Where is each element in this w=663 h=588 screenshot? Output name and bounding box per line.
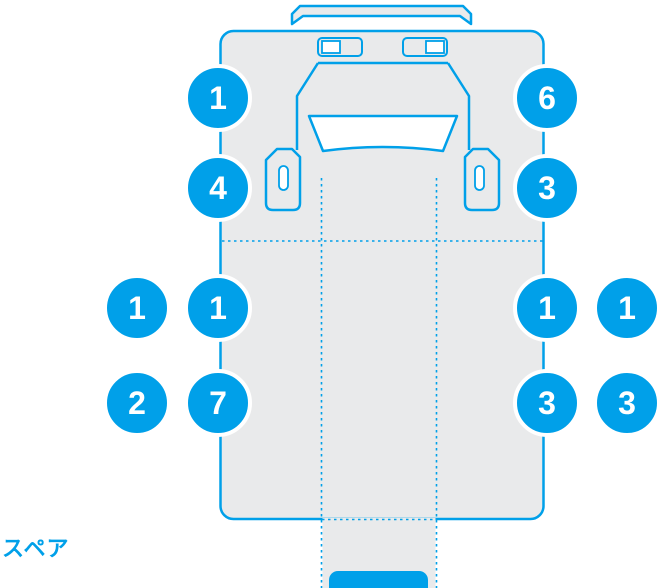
wheel-number: 3: [538, 170, 556, 206]
side-tank-right-slot: [474, 165, 485, 191]
wheel-badge-axle1-left: 1: [184, 64, 252, 132]
wheel-number: 2: [128, 385, 146, 421]
wheel-badge-axle3-right-outer: 1: [593, 274, 661, 342]
wheel-badge-axle4-right-inner: 3: [513, 369, 581, 437]
side-tank-left-slot: [278, 165, 289, 191]
wheel-badge-axle2-right: 3: [513, 154, 581, 222]
wheel-badge-axle3-right-inner: 1: [513, 274, 581, 342]
wheel-badge-axle3-left-inner: 1: [184, 274, 252, 342]
wheel-number: 1: [209, 290, 227, 326]
wheel-badge-axle3-left-outer: 1: [103, 274, 171, 342]
truck-body: [219, 29, 545, 521]
wheel-badge-axle4-left-inner: 7: [184, 369, 252, 437]
spare-tire: [329, 571, 428, 588]
cab-side-left: [295, 62, 320, 150]
front-bumper: [290, 4, 473, 26]
wheel-number: 1: [128, 290, 146, 326]
wheel-number: 3: [538, 385, 556, 421]
wheel-number: 6: [538, 80, 556, 116]
windshield: [307, 114, 459, 153]
headrest-left-inner: [321, 40, 341, 54]
spare-label: スペア: [2, 536, 70, 561]
cab-side-right: [446, 62, 471, 150]
wheel-badge-axle4-left-outer: 2: [103, 369, 171, 437]
wheel-badge-axle2-left: 4: [184, 154, 252, 222]
wheel-badge-axle4-right-outer: 3: [593, 369, 661, 437]
wheel-number: 4: [209, 170, 227, 206]
wheel-badge-axle1-right: 6: [513, 64, 581, 132]
headrest-right-inner: [425, 40, 445, 54]
wheel-number: 3: [618, 385, 636, 421]
wheel-number: 1: [209, 80, 227, 116]
wheel-number: 7: [209, 385, 227, 421]
wheel-number: 1: [618, 290, 636, 326]
wheel-number: 1: [538, 290, 556, 326]
